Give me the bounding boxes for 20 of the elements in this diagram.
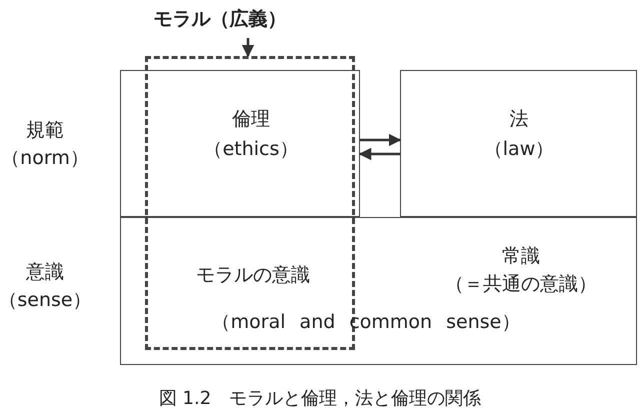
arrow xyxy=(360,134,402,146)
node-subtitle: （law） xyxy=(484,137,554,162)
category-box xyxy=(120,70,360,217)
arrow xyxy=(242,38,254,58)
band-box xyxy=(120,217,637,365)
row-label: 意識 xyxy=(26,260,64,285)
arrow xyxy=(358,148,400,160)
node-title: 常識 xyxy=(502,244,540,269)
row-label: 規範 xyxy=(26,118,64,143)
category-box xyxy=(400,70,637,217)
node-title: 法 xyxy=(510,107,528,132)
row-label-translation: （sense） xyxy=(0,288,92,313)
node-title: 倫理 xyxy=(232,107,270,132)
row-label-translation: （norm） xyxy=(1,146,89,171)
node-subtitle: （ethics） xyxy=(204,137,298,162)
annotation-text: （moral and common sense） xyxy=(212,310,520,335)
node-subtitle: （＝共通の意識） xyxy=(445,272,597,297)
node-title: モラルの意識 xyxy=(196,263,310,288)
heading-label: モラル（広義） xyxy=(154,7,286,32)
figure-caption: 図 1.2 モラルと倫理，法と倫理の関係 xyxy=(158,387,482,410)
